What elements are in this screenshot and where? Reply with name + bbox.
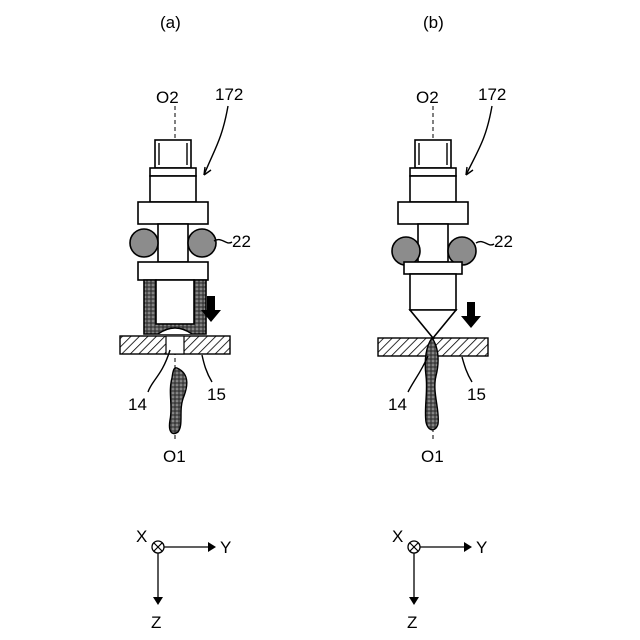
leader-plate [202,355,212,382]
z-label: Z [407,613,417,632]
down-arrow [461,302,481,328]
ref-wire-label: 14 [388,395,407,414]
axis-bottom-label: O1 [163,447,186,466]
leader-wire [408,356,428,392]
wire [425,338,438,430]
ball-right [448,237,476,265]
y-arrow-icon [464,542,472,552]
ref-plate-label: 15 [207,385,226,404]
ball-left [392,237,420,265]
upper-shaft [410,176,456,202]
upper-shaft [150,176,196,202]
coordinate-axes-b: X Y Z [392,527,487,632]
ref-tool-label: 172 [215,85,243,104]
conical-tip [410,310,456,338]
panel-a: (a) O2 O1 172 22 14 [120,13,251,466]
ref-tool-label: 172 [478,85,506,104]
leader-plate [462,357,472,382]
z-arrow-icon [409,597,419,605]
axis-top-label: O2 [416,88,439,107]
panel-b: (b) O2 O1 172 22 14 15 [378,13,513,466]
panel-label: (b) [423,13,444,32]
z-label: Z [151,613,161,632]
leader-balls [476,242,494,245]
leader-wire [148,350,170,392]
lower-body [410,274,456,310]
leader-tool [466,106,492,175]
ref-balls-label: 22 [494,232,513,251]
ball-right [188,229,216,257]
x-label: X [136,527,147,546]
top-cap [415,140,451,168]
leader-tool [204,106,228,175]
ref-wire-label: 14 [128,395,147,414]
mid-shaft [418,224,448,262]
axis-bottom-label: O1 [421,447,444,466]
upper-flange [398,202,468,224]
axis-top-label: O2 [156,88,179,107]
lower-flange [404,262,462,274]
ref-plate-label: 15 [467,385,486,404]
y-arrow-icon [208,542,216,552]
ref-balls-label: 22 [232,232,251,251]
y-label: Y [220,538,231,557]
panel-label: (a) [160,13,181,32]
plate-hole [166,336,184,354]
wire [169,368,186,434]
collar [150,168,196,176]
upper-flange [138,202,208,224]
x-label: X [392,527,403,546]
coordinate-axes-a: X Y Z [136,527,231,632]
y-label: Y [476,538,487,557]
top-cap [155,140,191,168]
mid-shaft [158,224,188,262]
inner-shaft [156,280,194,324]
ball-left [130,229,158,257]
z-arrow-icon [153,597,163,605]
collar [410,168,456,176]
lower-flange [138,262,208,280]
